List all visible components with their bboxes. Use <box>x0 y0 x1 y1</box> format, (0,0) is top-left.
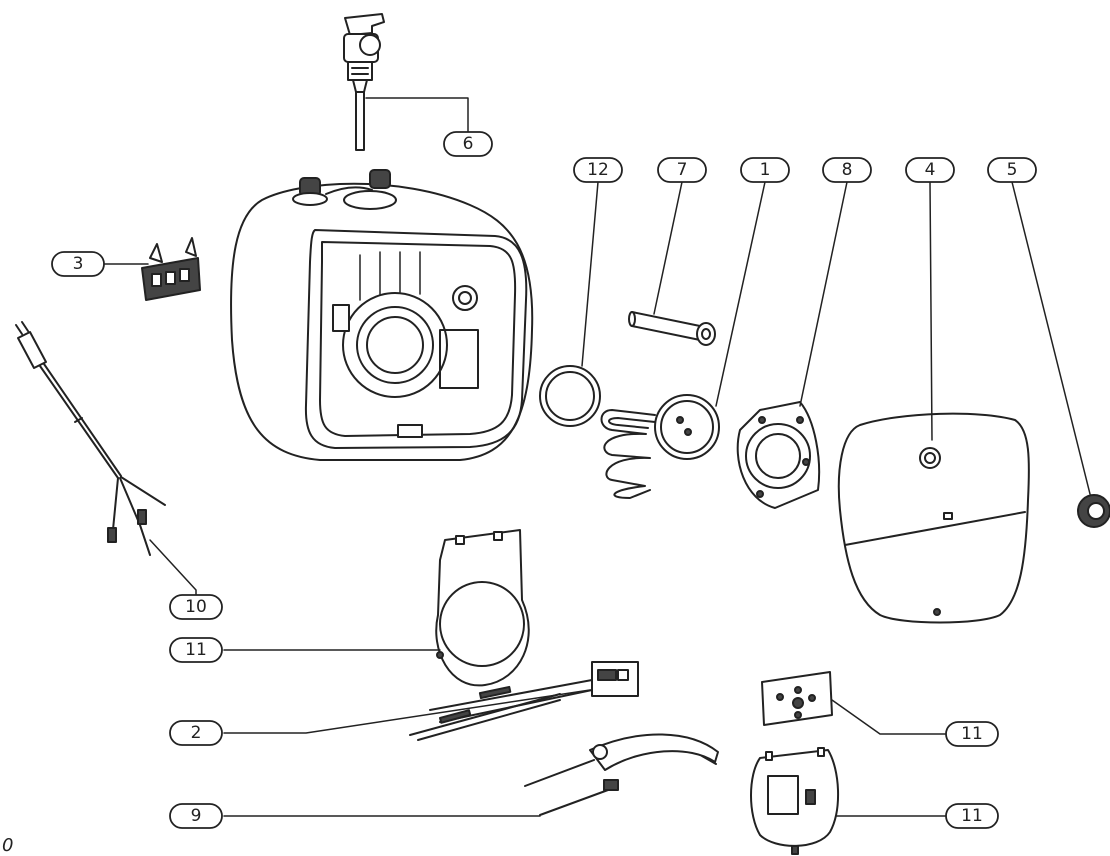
callout-11c-label: 11 <box>961 806 983 826</box>
callout-4: 4 <box>905 157 955 183</box>
callout-12: 12 <box>573 157 623 183</box>
safety-valve-part <box>343 13 385 151</box>
leader-1 <box>715 181 766 407</box>
heating-element-part <box>600 394 720 499</box>
callout-1-label: 1 <box>760 160 771 180</box>
leader-6 <box>365 97 469 133</box>
callout-11-thermostat-bracket: 11 <box>169 637 223 663</box>
callout-11a-label: 11 <box>185 640 207 660</box>
callout-10: 10 <box>169 594 223 620</box>
thermostat-part <box>409 661 639 741</box>
corner-mark: 0 <box>2 835 13 856</box>
power-cord-part <box>15 321 166 556</box>
callout-5-label: 5 <box>1007 160 1018 180</box>
callout-12-label: 12 <box>587 160 609 180</box>
small-plate-part <box>761 671 833 726</box>
callout-8-label: 8 <box>842 160 853 180</box>
callout-6: 6 <box>443 131 493 157</box>
control-housing-part <box>750 747 839 855</box>
callout-10-label: 10 <box>185 597 207 617</box>
leader-5 <box>1011 181 1091 495</box>
water-heater-tank <box>230 169 534 461</box>
leader-11b <box>831 699 947 735</box>
leader-12 <box>581 181 599 367</box>
flange-part <box>736 401 821 509</box>
leader-10 <box>149 539 197 598</box>
callout-2-label: 2 <box>191 723 202 743</box>
callout-1: 1 <box>740 157 790 183</box>
thermostat-bracket-part <box>435 529 530 687</box>
leader-7 <box>653 181 683 315</box>
leader-8 <box>799 181 848 407</box>
callout-11-control-housing: 11 <box>945 803 999 829</box>
knob-part <box>1077 494 1110 528</box>
callout-9: 9 <box>169 803 223 829</box>
callout-8: 8 <box>822 157 872 183</box>
callout-7: 7 <box>657 157 707 183</box>
callout-3-label: 3 <box>73 254 84 274</box>
callout-11-small-plate: 11 <box>945 721 999 747</box>
callout-9-label: 9 <box>191 806 202 826</box>
leader-4 <box>929 181 933 441</box>
callout-5: 5 <box>987 157 1037 183</box>
callout-6-label: 6 <box>463 134 474 154</box>
front-cover-part <box>837 412 1030 624</box>
anode-rod-part <box>628 311 716 346</box>
gasket-ring-part <box>539 365 601 427</box>
callout-3: 3 <box>51 251 105 277</box>
callout-11b-label: 11 <box>961 724 983 744</box>
mounting-bracket-part <box>141 237 201 301</box>
callout-7-label: 7 <box>677 160 688 180</box>
leader-2 <box>223 689 591 734</box>
callout-4-label: 4 <box>925 160 936 180</box>
sensor-probe-part <box>524 733 719 816</box>
callout-2: 2 <box>169 720 223 746</box>
